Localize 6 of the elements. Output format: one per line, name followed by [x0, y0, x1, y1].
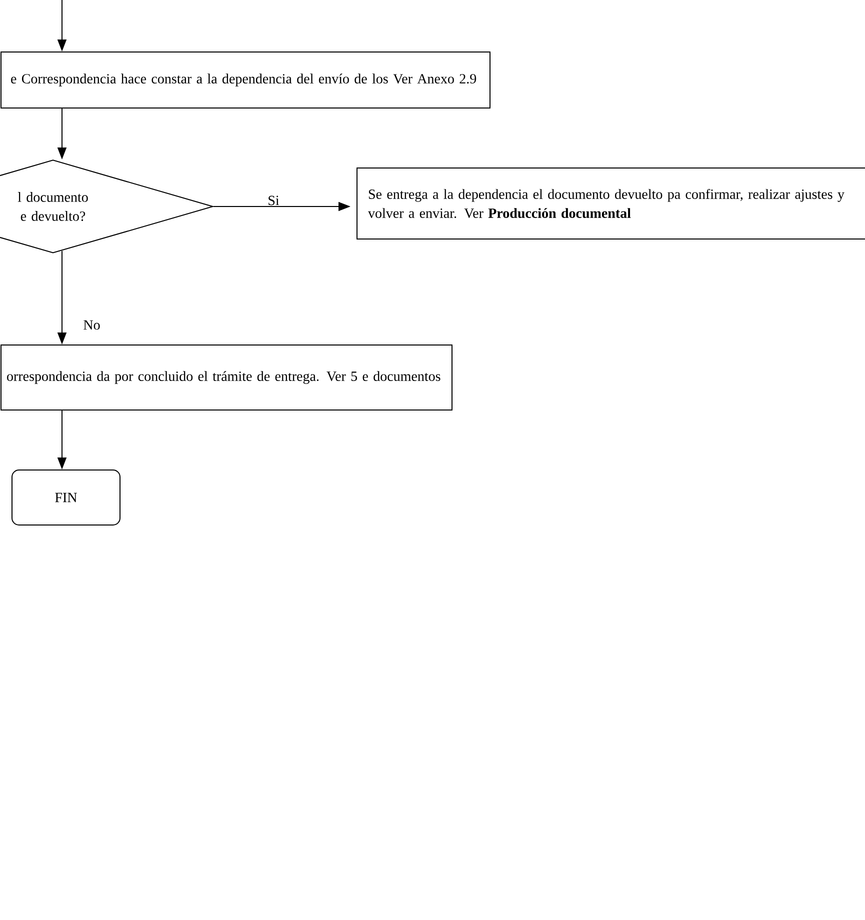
- process-box: orrespondencia da por concluido el trámite de entrega. Ver 5 e documentos: [0, 344, 452, 410]
- process-box: e Correspondencia hace constar a la dependencia del envío de los Ver Anexo 2.9: [0, 52, 490, 108]
- edge-label: No: [84, 320, 100, 330]
- edge-label: Si: [268, 196, 280, 206]
- process-box: Se entrega a la dependencia el documento devuelto pa confirmar, realizar ajustes y volver a enviar. Ver Producción documental: [356, 168, 865, 240]
- terminal-box: FIN: [12, 470, 120, 526]
